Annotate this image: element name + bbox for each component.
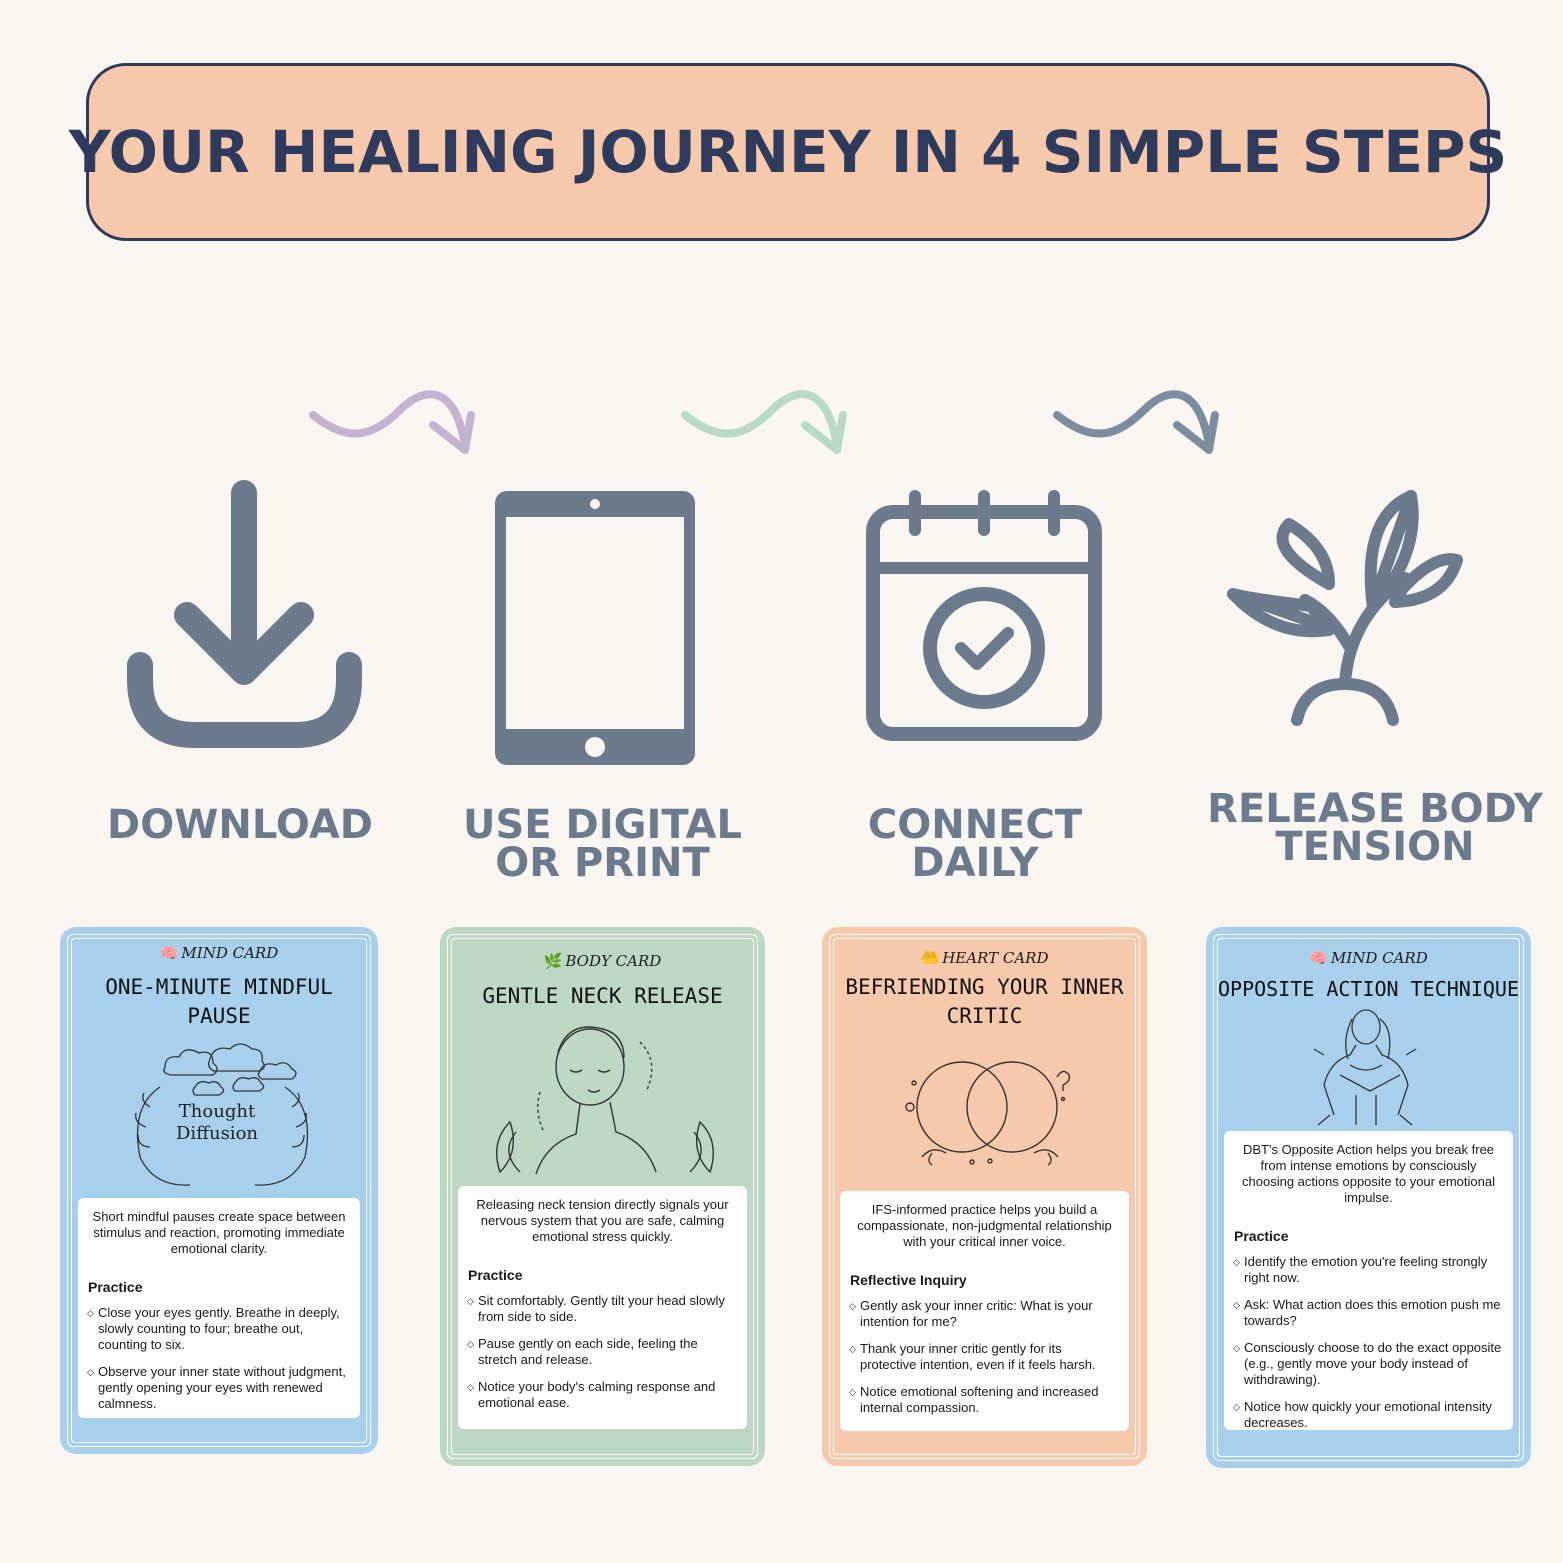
cloud-wreath-illustration: Thought Diffusion — [135, 1043, 309, 1186]
card-list-item: Notice emotional softening and increased… — [849, 1384, 1119, 1416]
leaf-icon: 🌿 — [543, 952, 563, 970]
card-title: ONE-MINUTE MINDFUL PAUSE — [105, 975, 333, 1028]
card-section-heading: Practice — [1234, 1228, 1289, 1244]
step-label-use-digital: USE DIGITAL OR PRINT — [463, 802, 742, 886]
card-intro: IFS-informed practice helps you build a … — [857, 1202, 1112, 1249]
card-section-heading: Practice — [88, 1279, 143, 1295]
overlapping-circles-illustration — [905, 1061, 1071, 1166]
card-title: OPPOSITE ACTION TECHNIQUE — [1217, 977, 1520, 1001]
brain-icon: 🧠 — [1309, 949, 1328, 967]
download-icon — [127, 480, 362, 748]
sprout-icon — [1227, 490, 1463, 726]
card-list-item: Thank your inner critic gently for its p… — [849, 1341, 1119, 1373]
mind-card: 🧠MIND CARD ONE-MINUTE MINDFUL PAUSE Thou… — [60, 927, 378, 1454]
card-type-label: 🧠MIND CARD — [159, 944, 279, 962]
card-list-item: Ask: What action does this emotion push … — [1233, 1297, 1503, 1329]
title-banner: YOUR HEALING JOURNEY IN 4 SIMPLE STEPS — [69, 63, 1507, 241]
card-content: IFS-informed practice helps you build a … — [840, 1191, 1129, 1431]
card-section-heading: Reflective Inquiry — [850, 1272, 967, 1288]
card-list-item: Notice how quickly your emotional intens… — [1233, 1399, 1503, 1431]
card-list-item: Close your eyes gently. Breathe in deepl… — [87, 1305, 350, 1353]
card-content: DBT's Opposite Action helps you break fr… — [1224, 1131, 1513, 1430]
card-intro: DBT's Opposite Action helps you break fr… — [1242, 1142, 1495, 1205]
card-title: GENTLE NECK RELEASE — [482, 984, 723, 1008]
banner-title: YOUR HEALING JOURNEY IN 4 SIMPLE STEPS — [68, 118, 1508, 186]
card-title: BEFRIENDING YOUR INNER CRITIC — [845, 975, 1124, 1028]
card-list-item: Gently ask your inner critic: What is yo… — [849, 1298, 1119, 1330]
card-list-item: Notice your body's calming response and … — [467, 1379, 737, 1411]
card-intro: Short mindful pauses create space betwee… — [92, 1209, 346, 1256]
mind-card: 🧠MIND CARD OPPOSITE ACTION TECHNIQUE DBT… — [1206, 927, 1531, 1468]
card-content: Short mindful pauses create space betwee… — [78, 1198, 360, 1418]
art-text-thought: Thought — [179, 1101, 256, 1122]
card-list-item: Sit comfortably. Gently tilt your head s… — [467, 1293, 737, 1325]
calendar-check-icon — [866, 490, 1102, 741]
card-section-heading: Practice — [468, 1267, 523, 1283]
card-type-label: 🌿BODY CARD — [543, 952, 662, 970]
brain-icon: 🧠 — [159, 944, 179, 962]
step-label-download: DOWNLOAD — [107, 802, 373, 848]
tablet-icon — [495, 491, 695, 765]
woman-figure-illustration — [1313, 1009, 1417, 1126]
step-label-connect-daily: CONNECT DAILY — [867, 802, 1083, 886]
card-list-item: Consciously choose to do the exact oppos… — [1233, 1340, 1503, 1388]
card-intro: Releasing neck tension directly signals … — [476, 1197, 729, 1244]
wavy-arrow-icon — [681, 390, 847, 454]
step-label-release-tension: RELEASE BODY TENSION — [1207, 786, 1543, 870]
card-list-item: Pause gently on each side, feeling the s… — [467, 1336, 737, 1368]
art-text-diffusion: Diffusion — [176, 1123, 258, 1144]
card-list-item: Observe your inner state without judgmen… — [87, 1364, 350, 1412]
hands-heart-icon: 🤲 — [920, 949, 940, 967]
neck-stretch-illustration — [496, 1026, 714, 1175]
heart-card: 🤲HEART CARD BEFRIENDING YOUR INNER CRITI… — [822, 927, 1147, 1466]
card-content: Releasing neck tension directly signals … — [458, 1186, 747, 1429]
wavy-arrow-icon — [309, 390, 475, 454]
wavy-arrow-icon — [1053, 390, 1219, 454]
body-card: 🌿BODY CARD GENTLE NECK RELEASE Releasing… — [440, 927, 765, 1466]
card-type-label: 🤲HEART CARD — [920, 949, 1049, 967]
card-type-label: 🧠MIND CARD — [1309, 949, 1428, 967]
card-list-item: Identify the emotion you're feeling stro… — [1233, 1254, 1503, 1286]
